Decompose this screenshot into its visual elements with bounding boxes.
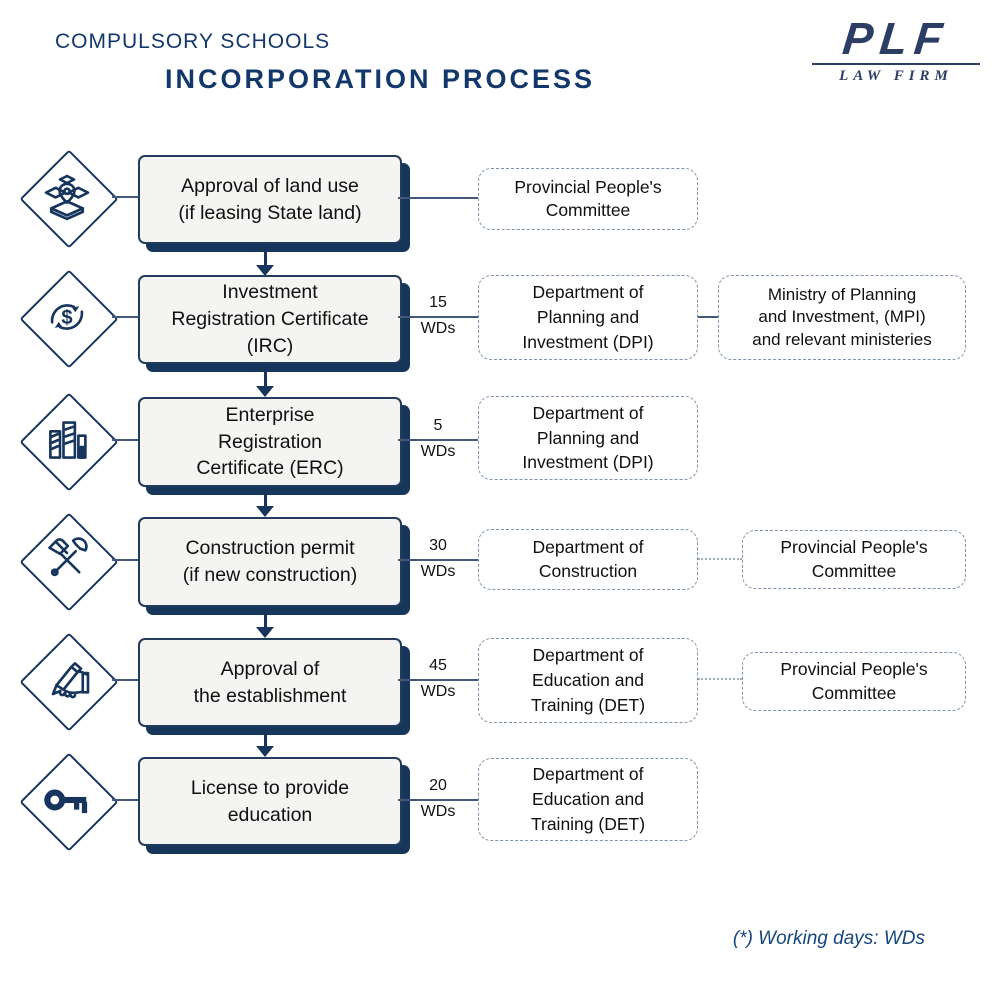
step-box-establishment-approval: Approval of the establishment bbox=[138, 638, 402, 727]
connector-line bbox=[112, 679, 138, 681]
flow-arrow-head bbox=[256, 386, 274, 397]
key-icon bbox=[44, 789, 88, 814]
wds-unit: WDs bbox=[420, 803, 456, 820]
agency-box-secondary: Provincial People's Committee bbox=[742, 530, 966, 589]
connector-line bbox=[398, 679, 478, 681]
step-box-irc: Investment Registration Certificate (IRC… bbox=[138, 275, 402, 364]
dotted-connector-line bbox=[698, 678, 742, 680]
dotted-connector-line bbox=[698, 558, 742, 560]
step-box-land-use: Approval of land use (if leasing State l… bbox=[138, 155, 402, 244]
step2-icon-diamond: $ bbox=[19, 269, 119, 369]
connector-line bbox=[398, 439, 478, 441]
connector-line bbox=[112, 799, 138, 801]
connector-line bbox=[398, 799, 478, 801]
flow-arrow-head bbox=[256, 627, 274, 638]
connector-line bbox=[398, 559, 478, 561]
connector-line bbox=[112, 559, 138, 561]
step-box-construction-permit: Construction permit (if new construction… bbox=[138, 517, 402, 607]
flow-arrow-head bbox=[256, 746, 274, 757]
flow-arrow bbox=[264, 246, 267, 266]
buildings-icon bbox=[49, 421, 87, 459]
connector-line bbox=[112, 196, 138, 198]
wds-unit: WDs bbox=[420, 683, 456, 700]
flow-arrow bbox=[264, 489, 267, 507]
wds-count: 20 bbox=[429, 777, 447, 794]
wds-count: 15 bbox=[429, 294, 447, 311]
step5-icon-diamond bbox=[19, 632, 119, 732]
agency-box: Provincial People's Committee bbox=[478, 168, 698, 230]
step1-icon-diamond bbox=[19, 149, 119, 249]
flow-arrow-head bbox=[256, 506, 274, 517]
wds-unit: WDs bbox=[420, 563, 456, 580]
wds-count: 30 bbox=[429, 537, 447, 554]
connector-line bbox=[398, 316, 478, 318]
currency-cycle-icon: $ bbox=[50, 304, 84, 330]
page-title: INCORPORATION PROCESS bbox=[165, 64, 596, 94]
tools-icon bbox=[48, 537, 88, 577]
agency-box-secondary: Provincial People's Committee bbox=[742, 652, 966, 711]
flow-arrow bbox=[264, 729, 267, 747]
agency-box: Department of Education and Training (DE… bbox=[478, 758, 698, 841]
wds-count: 5 bbox=[433, 417, 443, 434]
footnote: (*) Working days: WDs bbox=[732, 928, 925, 949]
step6-icon-diamond bbox=[19, 752, 119, 852]
logo-subtitle: LAW FIRM bbox=[812, 63, 980, 85]
dollar-glyph: $ bbox=[61, 307, 72, 329]
flow-arrow bbox=[264, 609, 267, 628]
wds-unit: WDs bbox=[420, 443, 456, 460]
agency-box: Department of Planning and Investment (D… bbox=[478, 275, 698, 360]
agency-box: Department of Construction bbox=[478, 529, 698, 590]
step-box-education-license: License to provide education bbox=[138, 757, 402, 846]
agency-box: Department of Education and Training (DE… bbox=[478, 638, 698, 723]
step3-icon-diamond bbox=[19, 392, 119, 492]
agency-box: Department of Planning and Investment (D… bbox=[478, 396, 698, 480]
connector-line bbox=[112, 439, 138, 441]
connector-line bbox=[112, 316, 138, 318]
connector-line bbox=[398, 197, 478, 199]
step-box-erc: Enterprise Registration Certificate (ERC… bbox=[138, 397, 402, 487]
flow-arrow bbox=[264, 366, 267, 387]
wds-count: 45 bbox=[429, 657, 447, 674]
signing-icon bbox=[51, 662, 90, 699]
plf-law-firm-logo: PLF LAW FIRM bbox=[812, 13, 980, 85]
connector-line bbox=[698, 316, 718, 318]
logo-text: PLF bbox=[840, 13, 952, 64]
step4-icon-diamond bbox=[19, 512, 119, 612]
land-plot-icon bbox=[44, 174, 90, 221]
header-kicker: COMPULSORY SCHOOLS bbox=[55, 30, 331, 53]
wds-unit: WDs bbox=[420, 320, 456, 337]
agency-box-secondary: Ministry of Planning and Investment, (MP… bbox=[718, 275, 966, 360]
flow-arrow-head bbox=[256, 265, 274, 276]
